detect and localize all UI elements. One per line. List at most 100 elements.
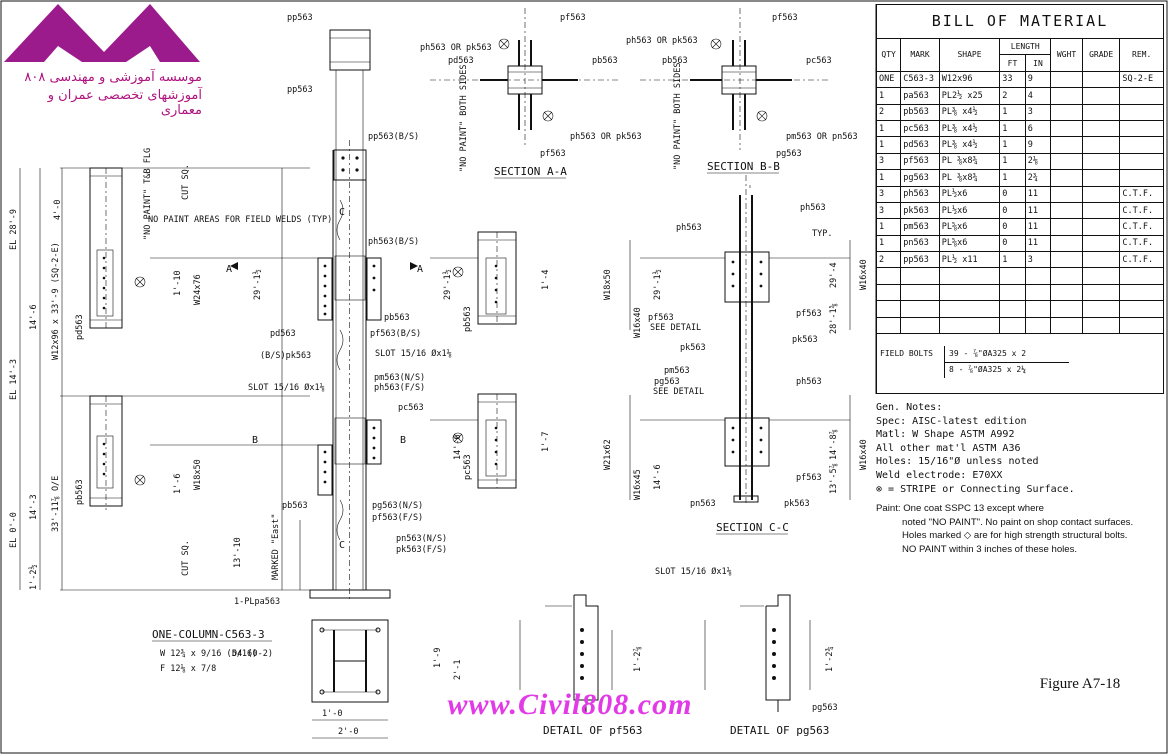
bom-cell-qty: 3 bbox=[875, 152, 902, 171]
bom-cell-shape: PL⅜ x4½ bbox=[938, 119, 1001, 138]
bom-cell-rem: C.T.F. bbox=[1119, 218, 1164, 236]
label-bb-pc563: pc563 bbox=[806, 56, 832, 66]
label-cc-pf563: pf563 bbox=[648, 313, 674, 323]
label-cut-sq-top: CUT SQ. bbox=[181, 164, 191, 200]
label-bb-pm-or-pn: pm563 OR pn563 bbox=[786, 132, 858, 142]
label-dim-28-1: 28'-1⅝ bbox=[829, 303, 839, 334]
label-ph563-fs: ph563(F/S) bbox=[374, 383, 425, 393]
bom-header-mark: MARK bbox=[900, 38, 940, 72]
column-mark: ONE-COLUMN-C563-3 bbox=[152, 628, 265, 641]
label-pp563-bs: pp563(B/S) bbox=[368, 132, 419, 142]
bom-cell-mark: pm563 bbox=[900, 218, 940, 236]
bom-empty-row bbox=[875, 316, 1164, 335]
bom-header-in: IN bbox=[1024, 54, 1052, 72]
bom-cell-wght bbox=[1050, 218, 1083, 236]
label-pc563-mid: pc563 bbox=[463, 454, 473, 480]
left-beam-stubs bbox=[89, 167, 146, 510]
bom-cell-rem bbox=[1119, 152, 1164, 171]
bom-cell-qty: 3 bbox=[875, 201, 902, 220]
label-dim-1-4: 1'-4 bbox=[541, 270, 551, 290]
detail-pg563 bbox=[704, 594, 811, 712]
field-bolts-label: FIELD BOLTS bbox=[880, 349, 933, 358]
label-pp563-mid: pp563 bbox=[287, 85, 313, 95]
column-w: W 12¾ x 9/16 (5/16) bbox=[160, 649, 257, 659]
bom-header-grade: GRADE bbox=[1081, 38, 1121, 72]
label-pb563: pb563 bbox=[384, 313, 410, 323]
bom-cell-shape: PL⅜ x4½ bbox=[938, 103, 1001, 121]
label-detail-pg563: pg563 bbox=[812, 703, 838, 713]
bom-cell-grade bbox=[1081, 119, 1121, 138]
field-bolt-row-2: 8 - ⅞"ØA325 x 2¼ bbox=[944, 362, 1069, 378]
section-c-title: SECTION C-C bbox=[716, 521, 789, 534]
label-cc-pk563-b: pk563 bbox=[784, 499, 810, 509]
label-cc-ph563: ph563 bbox=[796, 377, 822, 387]
label-see-detail-2: SEE DETAIL bbox=[653, 387, 704, 397]
bom-cell-rem: C.T.F. bbox=[1119, 234, 1164, 253]
label-dim-1-24: 1'-2¾ bbox=[825, 646, 835, 672]
bom-cell-grade bbox=[1081, 234, 1121, 253]
bom-cell-grade bbox=[1081, 251, 1121, 269]
label-typ: TYP. bbox=[812, 229, 832, 239]
label-bb-pb563: pb563 bbox=[662, 56, 688, 66]
bom-cell-mark: pn563 bbox=[900, 234, 940, 253]
label-dim-29-4: 29'-4 bbox=[829, 262, 839, 288]
bom-cell-wght bbox=[1050, 152, 1083, 171]
bom-cell-wght bbox=[1050, 87, 1083, 105]
label-dim-13-10: 13'-10 bbox=[233, 537, 243, 568]
note-line: Gen. Notes: bbox=[876, 402, 943, 413]
note-line: Holes: 15/16"Ø unless noted bbox=[876, 456, 1039, 468]
note-line: Spec: AISC-latest edition bbox=[876, 415, 1027, 427]
bom-cell-in: 3 bbox=[1024, 103, 1052, 121]
label-pb563-left: pb563 bbox=[75, 479, 85, 505]
label-w16x40-right: W16x40 bbox=[859, 259, 869, 290]
label-pg563-ns: pg563(N/S) bbox=[372, 501, 423, 511]
bom-cell-grade bbox=[1081, 87, 1121, 105]
bom-cell-in: 9 bbox=[1024, 136, 1052, 154]
label-dim-1-9: 1'-9 bbox=[433, 648, 443, 668]
label-no-paint-both-a: "NO PAINT" BOTH SIDES bbox=[459, 65, 469, 172]
bom-cell-shape: PL½ x11 bbox=[938, 251, 1001, 269]
bom-cell-in: 2¾ bbox=[1024, 169, 1052, 187]
bom-cell-wght bbox=[1050, 201, 1083, 220]
label-cc-ph563-top: ph563 bbox=[800, 203, 826, 213]
bom-cell-qty: 2 bbox=[875, 103, 902, 121]
bom-cell-ft: 0 bbox=[999, 185, 1026, 203]
bom-cell-mark: pk563 bbox=[900, 201, 940, 220]
label-aa-pd563: pd563 bbox=[448, 56, 474, 66]
label-slot-2: SLOT 15/16 Øx1⅛ bbox=[248, 382, 325, 393]
watermark: www.Civil808.com bbox=[447, 688, 693, 721]
label-see-detail-1: SEE DETAIL bbox=[650, 323, 701, 333]
label-cc-pm563: pm563 bbox=[664, 366, 690, 376]
label-cc-pg563: pg563 bbox=[654, 377, 680, 387]
bom-cell-qty: ONE bbox=[875, 70, 902, 89]
section-b-mark-left: B bbox=[252, 435, 258, 446]
bom-cell-mark: pd563 bbox=[900, 136, 940, 154]
bom-cell-ft: 0 bbox=[999, 201, 1026, 220]
bom-cell-ft: 0 bbox=[999, 234, 1026, 253]
label-bs-pk563: (B/S)pk563 bbox=[260, 351, 311, 361]
label-dim-33-11: 33'-11⅞ O/E bbox=[51, 476, 61, 532]
bom-cell-shape: PL ⅜x8¾ bbox=[938, 169, 1001, 187]
bom-cell-grade bbox=[1081, 152, 1121, 171]
bom-empty-row bbox=[875, 267, 1164, 285]
section-a-a bbox=[430, 8, 620, 145]
label-w18x50-mid: W18x50 bbox=[603, 269, 613, 300]
label-dim-2-1: 2'-1 bbox=[453, 660, 463, 680]
section-a-title: SECTION A-A bbox=[494, 165, 567, 178]
bom-header-wght: WGHT bbox=[1050, 38, 1083, 72]
detail-pf563 bbox=[519, 594, 613, 712]
label-dim-1-10: 1'-10 bbox=[173, 270, 183, 296]
bom-cell-in: 2⅛ bbox=[1024, 152, 1052, 171]
label-el-14-3: EL 14'-3 bbox=[9, 359, 19, 400]
label-dim-29-1: 29'-1½ bbox=[252, 269, 263, 300]
bom-title: BILL OF MATERIAL bbox=[931, 12, 1109, 30]
bom-cell-rem bbox=[1119, 136, 1164, 154]
bom-header-qty: QTY bbox=[875, 38, 902, 72]
bom-cell-ft: 1 bbox=[999, 136, 1026, 154]
bom-header-rem: REM. bbox=[1119, 38, 1164, 72]
label-dim-2-0: 2'-0 bbox=[338, 727, 358, 737]
